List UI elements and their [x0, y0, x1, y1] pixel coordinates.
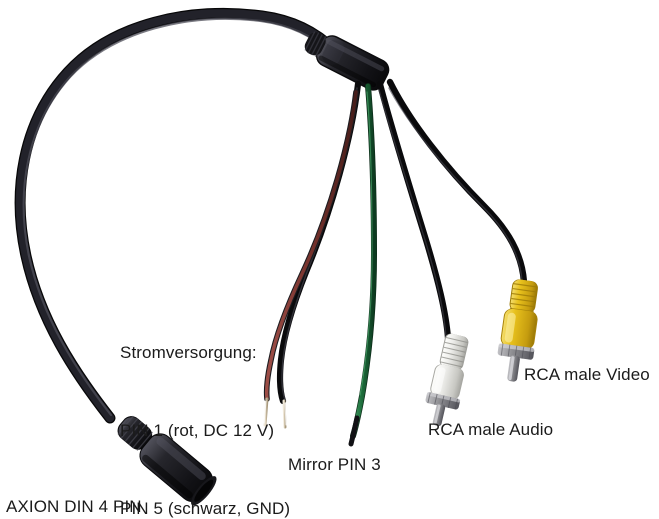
power-lead-bare-ends — [263, 397, 287, 429]
rca-male-audio-connector — [425, 333, 469, 427]
rca-male-video-connector — [497, 279, 538, 382]
branch-mirror-wire-green — [348, 83, 378, 447]
power-supply-pin5: PIN 5 (schwarz, GND) — [120, 499, 291, 518]
power-supply-pin1: PIN 1 (rot, DC 12 V) — [120, 421, 275, 440]
main-trunk-cable — [14, 7, 340, 424]
branch-rca-video-cable — [386, 78, 528, 286]
rca-audio-label: RCA male Audio — [428, 420, 554, 439]
branch-power-pair — [263, 80, 362, 429]
din-4-pin-connector — [117, 415, 217, 506]
din-connector-label: AXION DIN 4 PIN — [6, 497, 142, 516]
power-supply-label-block: Stromversorgung: PIN 1 (rot, DC 12 V) PI… — [120, 288, 290, 519]
splitter-junction-block — [304, 31, 390, 91]
power-supply-title: Stromversorgung: — [120, 343, 257, 362]
rca-video-label: RCA male Video — [524, 365, 650, 384]
mirror-pin-label: Mirror PIN 3 — [288, 455, 381, 474]
branch-rca-audio-cable — [376, 80, 452, 342]
